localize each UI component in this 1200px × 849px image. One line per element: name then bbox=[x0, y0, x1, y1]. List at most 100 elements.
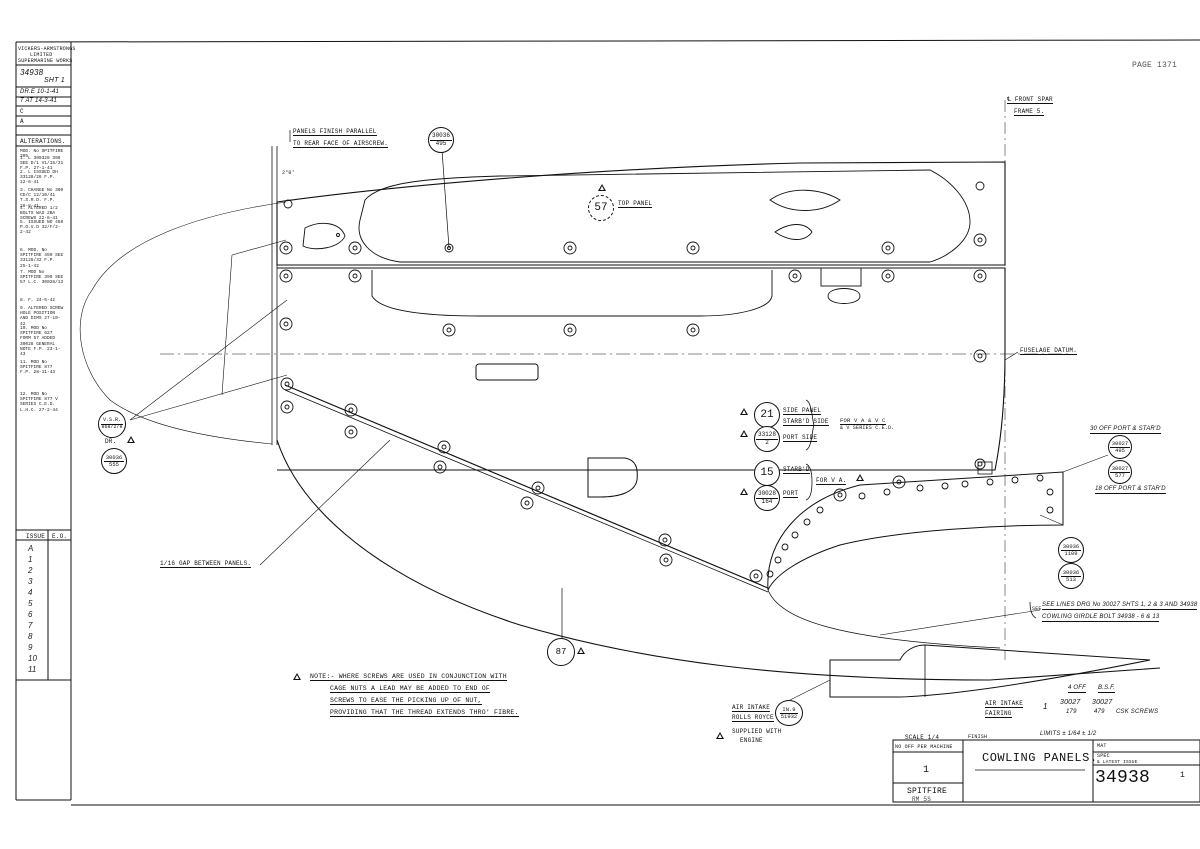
issue-entry: 10 bbox=[28, 654, 37, 663]
drawn-entry: DR.E 10-1-41 bbox=[20, 89, 60, 95]
issue-entry: 2 bbox=[28, 566, 33, 575]
fairing-label: FAIRING bbox=[985, 710, 1012, 718]
engine-mark: RM 5S bbox=[912, 796, 932, 803]
lines-drawing-ref: SEE LINES DRG No 30027 SHTS 1, 2 & 3 AND… bbox=[1042, 602, 1198, 610]
callout-57: 57 bbox=[588, 195, 614, 221]
callout-30028-164: 30028 164 bbox=[754, 485, 780, 511]
issue-entry: A bbox=[28, 544, 34, 553]
note-line-1: NOTE:- WHERE SCREWS ARE USED IN CONJUNCT… bbox=[310, 673, 507, 681]
alteration-triangle-icon bbox=[740, 408, 748, 415]
approved-entry: A bbox=[20, 118, 24, 125]
engine-label: ENGINE bbox=[740, 737, 763, 744]
callout-part: 30027 bbox=[1109, 439, 1131, 448]
issue-entry: 1 bbox=[28, 555, 33, 564]
rear-face-label: TO REAR FACE OF AIRSCREW. bbox=[293, 140, 389, 148]
alteration-entry: MOD. No SPITFIRE 395 bbox=[20, 149, 64, 160]
gap-label: 1/16 GAP BETWEEN PANELS. bbox=[160, 560, 252, 568]
alteration-triangle-icon bbox=[740, 488, 748, 495]
drawing-title: COWLING PANELS. bbox=[982, 751, 1098, 765]
callout-number: 87 bbox=[555, 646, 567, 657]
company-line-1: VICKERS-ARMSTRONGS bbox=[18, 46, 76, 52]
note-line-3: SCREWS TO EASE THE PICKING UP OF NUT, bbox=[330, 697, 482, 705]
callout-30036-495: 30036 495 bbox=[428, 127, 454, 153]
alteration-entry: 3. CHANGE No 300 CD/C 12/10/41 T.S.R.D. … bbox=[20, 188, 64, 209]
issue-entry: 7 bbox=[28, 621, 33, 630]
stbd-side-label: STARB'D SIDE bbox=[783, 418, 829, 426]
callout-number: 15 bbox=[760, 466, 774, 479]
callout-item: 495 bbox=[435, 140, 447, 147]
callout-item: 51932 bbox=[780, 713, 798, 720]
side-panel-outline bbox=[277, 267, 1006, 471]
company-line-2: LIMITED bbox=[30, 52, 53, 58]
spinner-outline bbox=[79, 201, 287, 445]
alterations-heading: ALTERATIONS. bbox=[20, 138, 66, 145]
off-18-label: 18 OFF PORT & STAR'D bbox=[1095, 486, 1166, 494]
aircraft-type: SPITFIRE bbox=[907, 787, 948, 796]
issue-entry: 3 bbox=[28, 577, 33, 586]
intake-cowl-outline bbox=[767, 471, 1064, 591]
four-off-label: 4 OFF bbox=[1068, 685, 1087, 693]
note-line-4: PROVIDING THAT THE THREAD EXTENDS THRO' … bbox=[330, 709, 519, 717]
callout-21: 21 bbox=[754, 402, 780, 428]
callout-vsr: V.S.R. 868/2/8 bbox=[98, 410, 126, 438]
alteration-entry: 2. L ISSUED DH 33128/26 F.P. 12-6-41 bbox=[20, 170, 58, 186]
top-panel-outline bbox=[276, 161, 1006, 266]
callout-item: 1109 bbox=[1064, 550, 1078, 557]
alteration-entry: 9. ALTERED SCREW HOLE POSITION AND DIMS … bbox=[20, 306, 64, 327]
callout-part: 30027 bbox=[1109, 464, 1131, 473]
fairing-ref-no-2: 479 bbox=[1094, 709, 1105, 715]
callout-33128-2: 33128 2 bbox=[754, 426, 780, 452]
checked-entry: C bbox=[20, 108, 24, 115]
callout-number: 57 bbox=[594, 201, 608, 214]
supplied-with-label: SUPPLIED WITH bbox=[732, 728, 782, 735]
callout-item: 495 bbox=[1115, 447, 1125, 454]
callout-30036-513: 30036 513 bbox=[1058, 563, 1084, 589]
scale-label: SCALE 1/4 bbox=[905, 734, 940, 741]
alteration-entry: 8. F. 24-5-42 bbox=[20, 298, 56, 303]
callout-part: 30036 bbox=[1060, 568, 1082, 577]
alteration-entry: 12. MOD No SPITFIRE 877 V SERIES C.E.D. … bbox=[20, 392, 58, 413]
callout-part: 33128 bbox=[755, 431, 778, 440]
angle-label: 2°0' bbox=[282, 170, 295, 176]
alteration-triangle-icon bbox=[716, 732, 724, 739]
alteration-triangle-icon bbox=[598, 184, 606, 191]
alteration-triangle-icon bbox=[577, 647, 585, 654]
callout-30027-577: 30027 577 bbox=[1108, 460, 1132, 484]
drawing-number-small: 34938 bbox=[20, 68, 44, 77]
issue-entry: 8 bbox=[28, 632, 33, 641]
alteration-triangle-icon bbox=[856, 474, 864, 481]
top-panel-label: TOP PANEL bbox=[618, 200, 653, 208]
alteration-entry: 11. MOD No SPITFIRE 877 F.P. 28-11-43 bbox=[20, 360, 56, 376]
callout-inp-51932: IN.9 51932 bbox=[775, 700, 803, 726]
callout-item: 577 bbox=[1115, 472, 1125, 479]
for-va-vc-label: FOR V A & V C bbox=[840, 417, 886, 425]
callout-item: 868/2/8 bbox=[101, 424, 123, 430]
no-off-value: 1 bbox=[923, 765, 930, 776]
starb-label: STARB'D bbox=[783, 466, 810, 474]
front-spar-label: ℄ FRONT SPAR bbox=[1007, 96, 1053, 104]
fairing-ref: 30027 bbox=[1060, 699, 1081, 706]
fairing-ref-2: 30027 bbox=[1092, 699, 1113, 706]
callout-part: V.S.R. bbox=[100, 417, 123, 425]
alteration-entry: 5. ISSUED NO 450 P.O.V.D 32/F/2-2-42 bbox=[20, 220, 64, 236]
callout-15: 15 bbox=[754, 460, 780, 486]
rolls-royce-label: ROLLS ROYCE bbox=[732, 714, 774, 722]
mat-label: MAT bbox=[1097, 743, 1107, 749]
off-30-label: 30 OFF PORT & STAR'D bbox=[1090, 426, 1161, 434]
callout-item: 2 bbox=[765, 439, 769, 446]
port-label: PORT bbox=[783, 490, 799, 498]
limits-label: LIMITS ± 1/64 ± 1/2 bbox=[1040, 731, 1097, 737]
page-ref: PAGE 1371 bbox=[1132, 61, 1178, 70]
issue-eo-heading: E.O. bbox=[52, 533, 68, 540]
side-panel-label: SIDE PANEL bbox=[783, 407, 822, 415]
alteration-entry: 1. L 300328 399 SEE D/1 V1/15/31 F.P. 27… bbox=[20, 156, 64, 172]
callout-part: 30028 bbox=[755, 490, 778, 499]
issue-entry: 6 bbox=[28, 610, 33, 619]
v-series-label: & V SERIES C.E.D. bbox=[840, 425, 895, 431]
traced-entry: T AT 14-3-41 bbox=[20, 98, 58, 104]
panels-finish-label: PANELS FINISH PARALLEL bbox=[293, 128, 377, 136]
issue-heading: ISSUE bbox=[26, 533, 46, 540]
sheet-number-small: SHT 1 bbox=[44, 77, 65, 84]
dr-label: DR. bbox=[105, 438, 117, 445]
fuselage-datum-label: FUSELAGE DATUM. bbox=[1020, 347, 1078, 355]
